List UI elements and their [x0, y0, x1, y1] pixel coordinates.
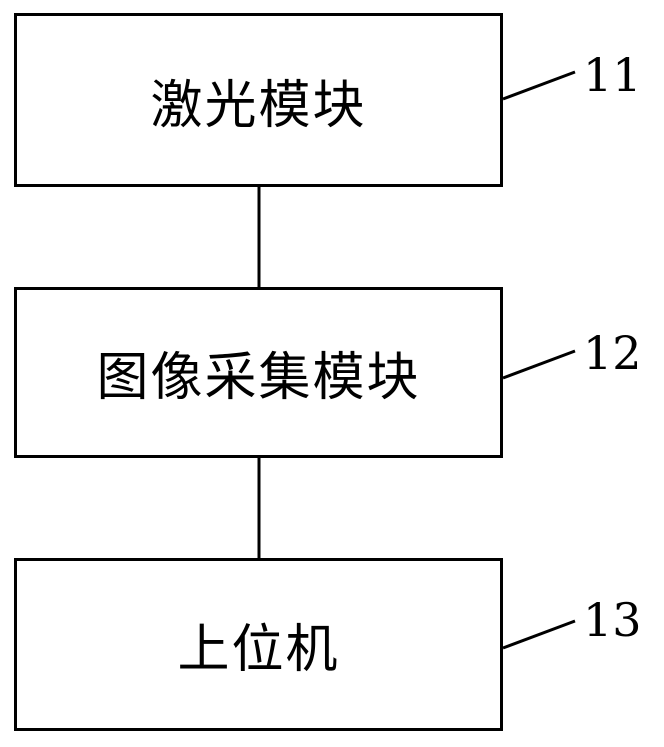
ref-numeral-13: 13 [583, 597, 642, 643]
host-computer-label: 上位机 [177, 607, 339, 682]
ref-numeral-12: 12 [583, 330, 642, 376]
image-acquisition-module-label: 图像采集模块 [96, 335, 420, 410]
ref-numeral-11: 11 [583, 52, 642, 98]
host-computer-box: 上位机 [14, 558, 503, 731]
leader-line-12 [503, 351, 575, 378]
leader-line-13 [503, 621, 575, 648]
image-acquisition-module-box: 图像采集模块 [14, 287, 503, 458]
laser-module-label: 激光模块 [150, 63, 366, 138]
leader-line-11 [503, 72, 575, 99]
laser-module-box: 激光模块 [14, 13, 503, 187]
